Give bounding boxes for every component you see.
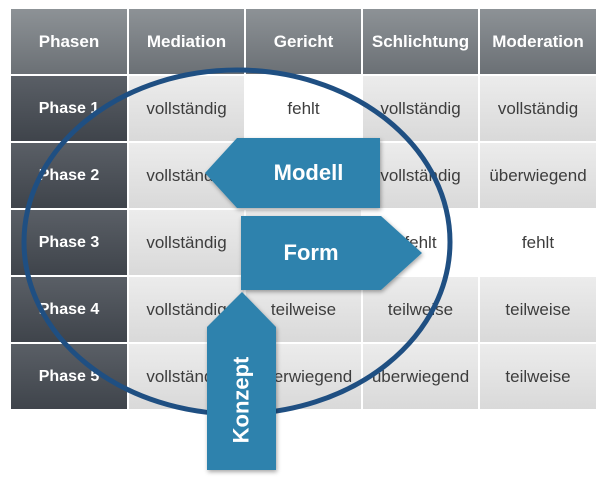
konzept-arrow	[207, 292, 276, 470]
header-gericht: Gericht	[245, 8, 362, 75]
row-header-phase-1: Phase 1	[10, 75, 128, 142]
cell-phase1-schlichtung: vollständig	[362, 75, 479, 142]
form-arrow	[241, 216, 422, 290]
cell-phase2-moderation: überwiegend	[479, 142, 597, 209]
row-header-phase-3: Phase 3	[10, 209, 128, 276]
cell-phase5-schlichtung: überwiegend	[362, 343, 479, 410]
header-schlichtung: Schlichtung	[362, 8, 479, 75]
header-phasen: Phasen	[10, 8, 128, 75]
header-mediation: Mediation	[128, 8, 245, 75]
cell-phase3-moderation: fehlt	[479, 209, 597, 276]
konzept-label: Konzept	[207, 330, 276, 470]
konzept-label-text: Konzept	[228, 356, 254, 444]
cell-phase1-mediation: vollständig	[128, 75, 245, 142]
modell-arrow	[205, 138, 380, 208]
cell-phase1-moderation: vollständig	[479, 75, 597, 142]
cell-phase3-mediation: vollständig	[128, 209, 245, 276]
form-label: Form	[283, 240, 339, 265]
cell-phase5-moderation: teilweise	[479, 343, 597, 410]
cell-phase4-moderation: teilweise	[479, 276, 597, 343]
modell-label: Modell	[273, 160, 344, 185]
header-moderation: Moderation	[479, 8, 597, 75]
